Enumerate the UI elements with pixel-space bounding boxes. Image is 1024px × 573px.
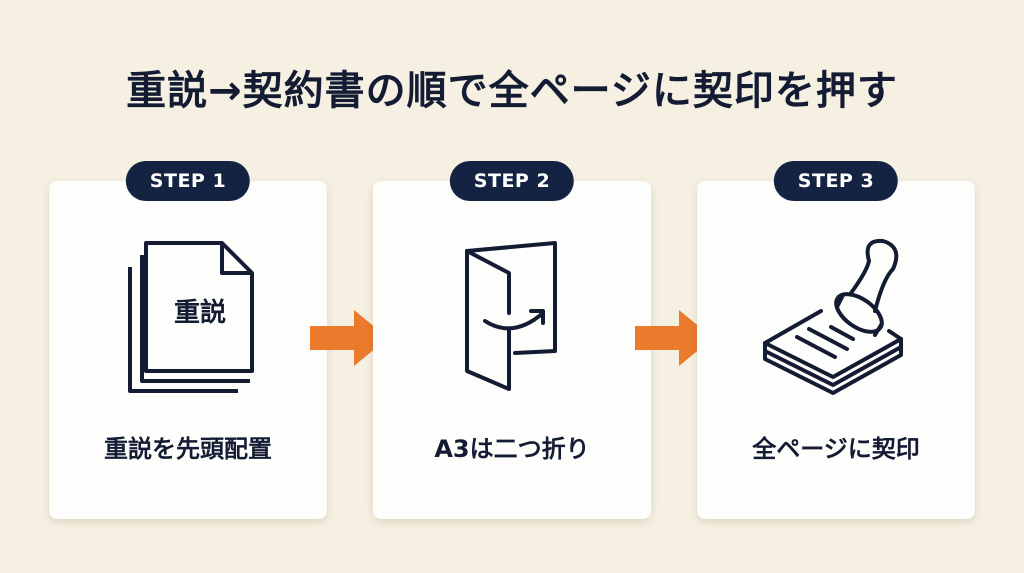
step-caption: 全ページに契印 <box>752 435 920 463</box>
stacked-documents-icon: 重説 <box>118 231 258 405</box>
step-badge: STEP 1 <box>125 161 251 201</box>
stamp-on-papers-icon <box>751 231 921 405</box>
arrow-right-icon <box>310 308 390 372</box>
step-caption: 重説を先頭配置 <box>104 435 272 463</box>
step-card-2: STEP 2 A3は二つ折り <box>373 161 651 519</box>
step-badge: STEP 2 <box>449 161 575 201</box>
step-card-3: STEP 3 全ページに契印 <box>697 161 975 519</box>
document-label: 重説 <box>174 297 226 328</box>
arrow-right-icon <box>635 308 715 372</box>
folded-paper-icon <box>457 231 567 405</box>
step-card-1: STEP 1 重説 重説を先頭配置 <box>49 161 327 519</box>
step-caption: A3は二つ折り <box>434 435 590 463</box>
page-title: 重説→契約書の順で全ページに契印を押す <box>126 68 898 114</box>
step-badge: STEP 3 <box>773 161 899 201</box>
